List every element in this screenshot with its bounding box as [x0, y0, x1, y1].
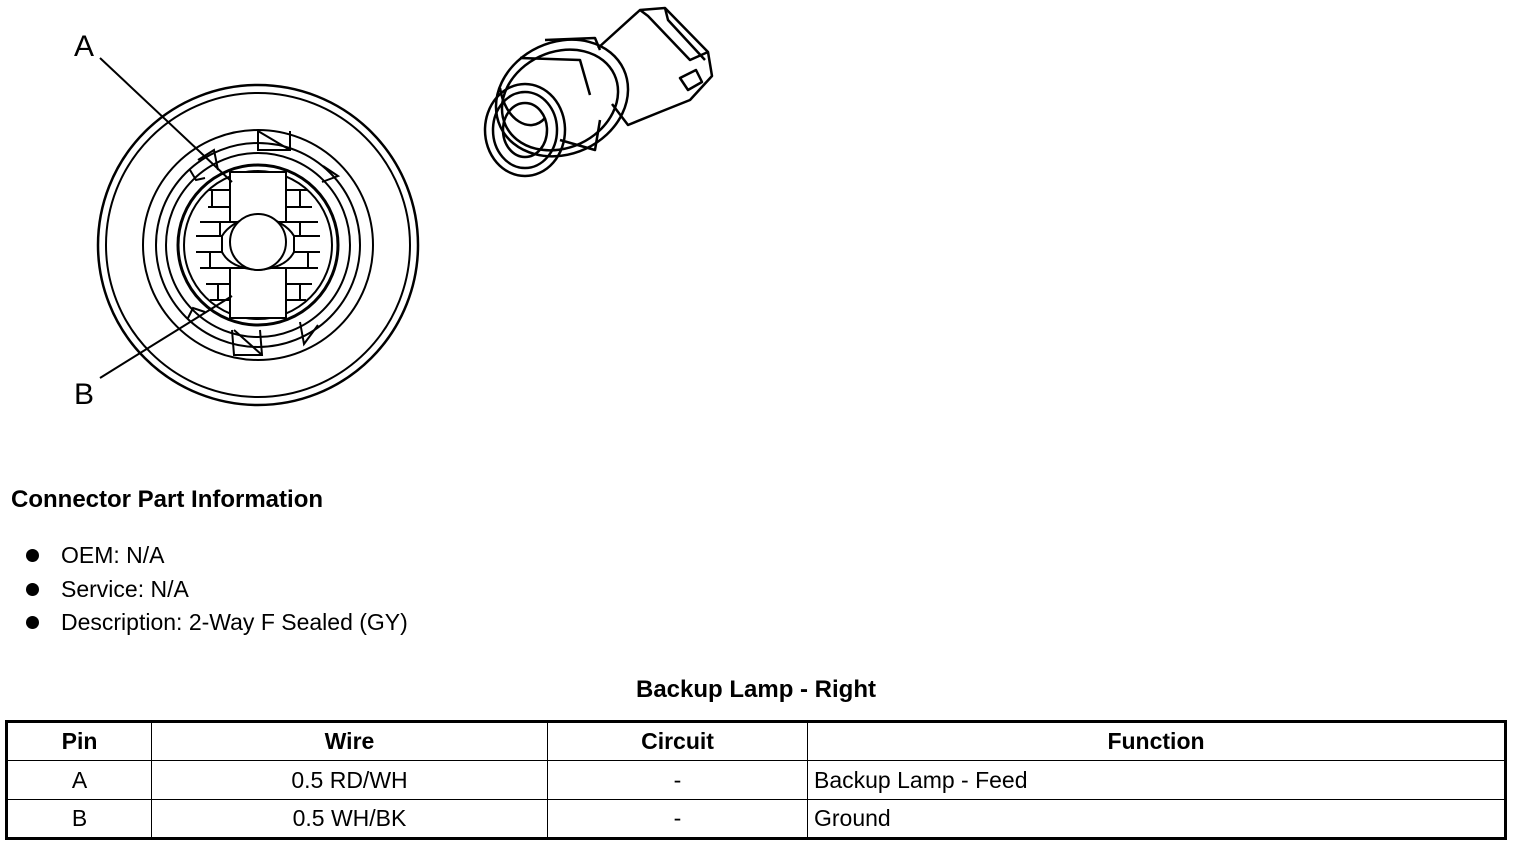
cell-pin: A — [6, 760, 152, 800]
list-item: Description: 2-Way F Sealed (GY) — [26, 606, 408, 640]
bullet-icon — [26, 582, 39, 596]
header-circuit: Circuit — [547, 721, 808, 761]
pin-a-label: A — [74, 30, 94, 63]
cell-wire: 0.5 WH/BK — [151, 799, 548, 839]
pin-b-label: B — [74, 378, 94, 411]
cell-pin: B — [6, 799, 152, 839]
bullet-icon — [26, 549, 39, 563]
list-item: OEM: N/A — [26, 539, 408, 573]
header-pin: Pin — [6, 721, 152, 761]
cell-wire: 0.5 RD/WH — [151, 760, 548, 800]
connector-side-view — [483, 6, 714, 178]
cell-function: Backup Lamp - Feed — [807, 760, 1506, 800]
pin-leader-lines — [99, 57, 233, 379]
cell-circuit: - — [547, 799, 808, 839]
table-row: B 0.5 WH/BK - Ground — [6, 799, 1506, 839]
pin-table: Pin Wire Circuit Function A 0.5 RD/WH - … — [5, 720, 1507, 840]
connector-info-heading: Connector Part Information — [11, 486, 324, 513]
header-function: Function — [807, 721, 1506, 761]
table-title: Backup Lamp - Right — [635, 676, 876, 703]
connector-diagram: A B — [74, 6, 714, 411]
connector-info-list: OEM: N/A Service: N/A Description: 2-Way… — [26, 539, 408, 640]
cell-circuit: - — [547, 760, 808, 800]
header-wire: Wire — [151, 721, 548, 761]
table-header-row: Pin Wire Circuit Function — [6, 721, 1506, 761]
cell-function: Ground — [807, 799, 1506, 839]
connector-face-view — [96, 83, 420, 407]
service-info: Service: N/A — [61, 575, 189, 602]
description-info: Description: 2-Way F Sealed (GY) — [61, 609, 408, 635]
bullet-icon — [26, 616, 39, 630]
oem-info: OEM: N/A — [61, 542, 165, 568]
list-item: Service: N/A — [26, 573, 408, 607]
table-row: A 0.5 RD/WH - Backup Lamp - Feed — [6, 760, 1506, 800]
